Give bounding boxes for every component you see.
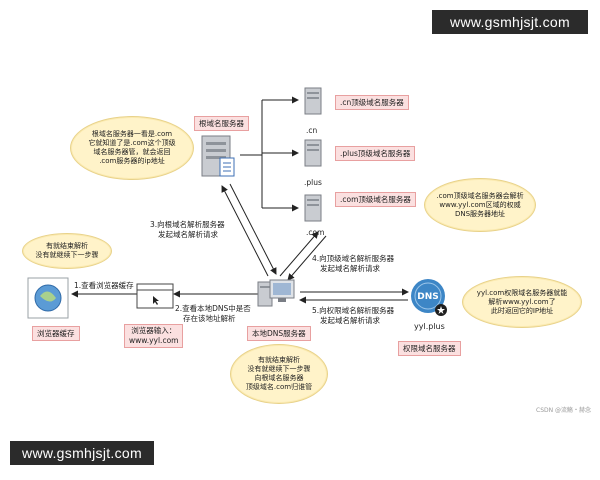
local-note-cloud: 有就结束解析 没有就继续下一步骤 向根域名服务器 顶级域名.com归谁管	[230, 344, 328, 404]
step2-line2: 存在该地址解析	[183, 314, 236, 323]
auth-server-label: 权限域名服务器	[398, 341, 461, 356]
browser-cache-label: 浏览器缓存	[32, 326, 80, 341]
step4-line2: 发起域名解析请求	[320, 264, 380, 273]
step2-line1: 2.查看本地DNS中是否	[175, 304, 251, 313]
auth-note-cloud: yyl.com权限域名服务器就能 解析www.yyl.com了 此时返回它的IP…	[462, 276, 582, 328]
cn-node-label: .cn	[306, 126, 318, 135]
com-note-cloud: .com顶级域名服务器会解析 www.yyl.com区域的权威 DNS服务器地址	[424, 178, 536, 232]
com-server-icon	[304, 194, 322, 222]
local-dns-label: 本地DNS服务器	[247, 326, 311, 341]
cn-server-icon	[304, 87, 322, 115]
step5-text: 5.向权限域名解析服务器 发起域名解析请求	[312, 306, 394, 326]
step2-text: 2.查看本地DNS中是否 存在该地址解析	[175, 304, 251, 324]
step4-text: 4.向顶级域名解析服务器 发起域名解析请求	[312, 254, 394, 274]
cache-note-cloud: 有就结束解析 没有就继续下一步骤	[22, 233, 112, 269]
watermark-bottom: www.gsmhjsjt.com	[10, 441, 154, 465]
dns-icon-label: DNS	[417, 292, 439, 302]
root-note-cloud: 根域名服务器一看是.com 它就知道了是.com这个顶级 域名服务器管，就会返回…	[70, 116, 194, 180]
step5-line1: 5.向权限域名解析服务器	[312, 306, 395, 315]
browser-input-label: 浏览器输入： www.yyl.com	[124, 324, 184, 348]
step-arrows	[71, 183, 409, 304]
browser-input-line1: 浏览器输入：	[131, 326, 177, 335]
watermark-top: www.gsmhjsjt.com	[432, 10, 588, 34]
step3-text: 3.向根域名解析服务器 发起域名解析请求	[150, 220, 225, 240]
browser-input-line2: www.yyl.com	[129, 336, 179, 345]
com-node-label: .com	[306, 228, 325, 237]
yyl-plus-label: yyl.plus	[414, 322, 445, 331]
root-tree-lines	[240, 96, 299, 212]
root-server-label: 根域名服务器	[194, 116, 249, 131]
root-server-icon	[201, 135, 235, 177]
step1-text: 1.查看浏览器缓存	[74, 281, 134, 290]
com-tld-label: .com顶级域名服务器	[335, 192, 416, 207]
plus-node-label: .plus	[304, 178, 322, 187]
csdn-credit: CSDN @流觞・赫念	[536, 407, 592, 414]
step3-line2: 发起域名解析请求	[158, 230, 218, 239]
dns-auth-icon	[411, 279, 447, 316]
local-dns-server-icon	[257, 279, 295, 307]
browser-window-icon	[136, 283, 174, 309]
plus-tld-label: .plus顶级域名服务器	[335, 146, 416, 161]
step5-line2: 发起域名解析请求	[320, 316, 380, 325]
browser-cache-icon	[27, 277, 69, 319]
step4-line1: 4.向顶级域名解析服务器	[312, 254, 395, 263]
step3-line1: 3.向根域名解析服务器	[150, 220, 225, 229]
plus-server-icon	[304, 139, 322, 167]
cn-tld-label: .cn顶级域名服务器	[335, 95, 409, 110]
